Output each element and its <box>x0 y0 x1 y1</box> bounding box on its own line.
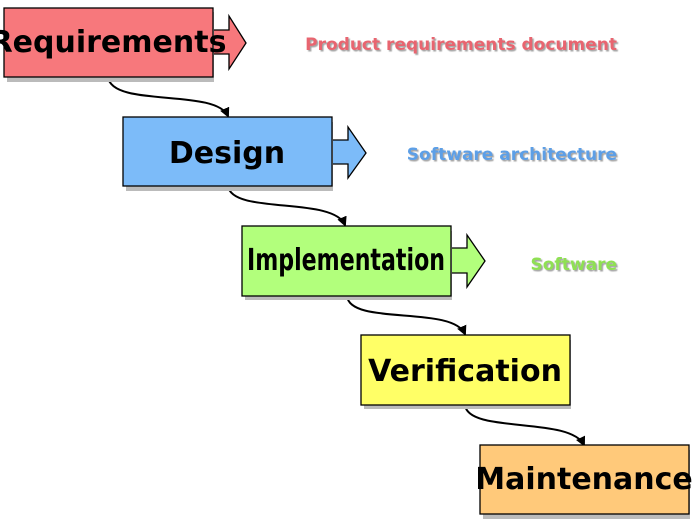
stage-implementation: Implementation <box>241 225 452 300</box>
stage-design-box <box>122 116 333 187</box>
artifact-software: Software <box>530 255 617 275</box>
stage-requirements: Requirements <box>0 7 226 82</box>
stage-implementation-box <box>241 225 452 297</box>
stage-verification: Verification <box>360 334 571 409</box>
output-arrows <box>212 13 486 290</box>
artifact-software-architecture: Software architecture <box>407 145 617 165</box>
stage-implementation-label: Implementation <box>247 243 445 278</box>
stage-requirements-label: Requirements <box>0 25 226 60</box>
stage-verification-box <box>360 334 571 406</box>
stage-maintenance-box <box>479 444 690 515</box>
stage-maintenance: Maintenance <box>475 444 693 519</box>
stage-maintenance-label: Maintenance <box>475 462 693 497</box>
stage-requirements-box <box>3 7 214 78</box>
connector-requirements-to-design <box>107 76 230 118</box>
output-arrow-implementation <box>450 232 486 290</box>
connector-implementation-to-verification <box>346 295 467 336</box>
connector-verification-to-maintenance <box>464 404 585 447</box>
stage-design-label: Design <box>169 136 285 171</box>
stage-verification-label: Verification <box>368 354 562 389</box>
connector-design-to-implementation <box>227 185 347 227</box>
output-arrow-requirements <box>212 13 247 72</box>
connectors <box>107 76 585 447</box>
artifact-product-requirements-document: Product requirements document <box>305 35 617 55</box>
stage-design: Design <box>122 116 333 191</box>
output-arrow-design <box>330 124 367 181</box>
